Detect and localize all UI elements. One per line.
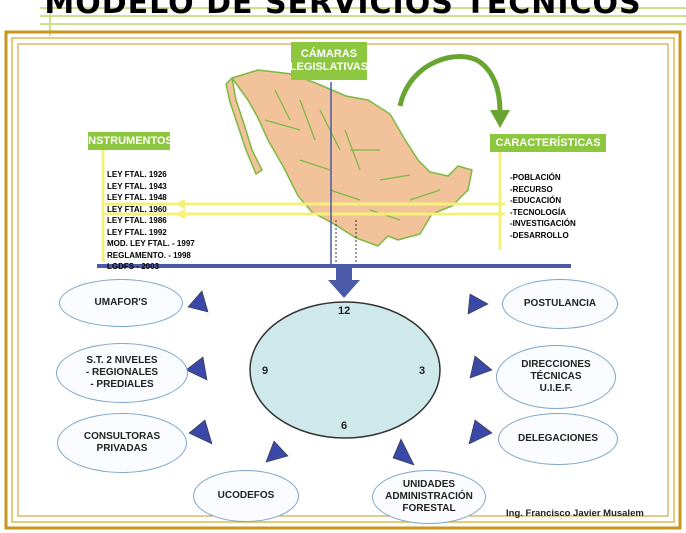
clock-9: 9 xyxy=(262,365,269,377)
node-postulancia: POSTULANCIA xyxy=(502,279,618,329)
node-unidades: UNIDADES ADMINISTRACIÓN FORESTAL xyxy=(372,470,486,524)
clock-3: 3 xyxy=(419,365,426,377)
node-direcciones: DIRECCIONES TÉCNICAS U.I.E.F. xyxy=(496,345,616,409)
instrumentos-label: INSTRUMENTOS xyxy=(85,132,173,150)
frame-border xyxy=(4,30,682,530)
list-item: LEY FTAL. 1943 xyxy=(107,181,167,191)
list-item: LEY FTAL. 1926 xyxy=(107,170,167,179)
page-title: MODELO DE SERVICIOS TÉCNICOS xyxy=(44,0,642,21)
down-arrow xyxy=(328,268,360,298)
camaras-legislativas-label: CÁMARAS LEGISLATIVAS xyxy=(290,42,368,80)
clock-face xyxy=(249,301,441,439)
st-niveles-text: S.T. 2 NIVELES xyxy=(86,355,158,366)
list-item: -POBLACIÓN xyxy=(510,173,561,182)
curved-arrow xyxy=(397,54,510,128)
prediales-text: - PREDIALES xyxy=(90,379,154,390)
list-item: MOD. LEY FTAL. - 1997 xyxy=(107,239,195,248)
connector-lines xyxy=(101,82,505,266)
node-st-niveles: S.T. 2 NIVELES - REGIONALES - PREDIALES xyxy=(56,343,188,403)
list-item: LGDFS - 2003 xyxy=(107,262,160,271)
list-item: -RECURSO xyxy=(510,184,553,194)
node-umafors: UMAFOR'S xyxy=(59,279,183,327)
list-item: -TECNOLOGÍA xyxy=(510,207,566,217)
caracteristicas-label: CARACTERÍSTICAS xyxy=(490,134,606,152)
list-item: LEY FTAL. 1960 xyxy=(107,204,167,214)
list-item: LEY FTAL. 1948 xyxy=(107,193,167,202)
clock-12: 12 xyxy=(338,305,351,317)
pointer-arrows xyxy=(185,290,493,466)
regionales-text: - REGIONALES xyxy=(85,367,159,378)
instrumentos-list: LEY FTAL. 1926 LEY FTAL. 1943 LEY FTAL. … xyxy=(107,169,195,273)
node-delegaciones: DELEGACIONES xyxy=(498,413,618,465)
node-consultoras: CONSULTORAS PRIVADAS xyxy=(57,413,187,473)
caracteristicas-list: -POBLACIÓN -RECURSO -EDUCACIÓN -TECNOLOG… xyxy=(510,172,576,241)
list-item: -EDUCACIÓN xyxy=(510,196,562,205)
node-ucodefos: UCODEFOS xyxy=(193,470,299,522)
list-item: REGLAMENTO. - 1998 xyxy=(107,250,191,260)
list-item: LEY FTAL. 1992 xyxy=(107,227,167,237)
divider-bar xyxy=(97,264,571,268)
top-stripes xyxy=(0,0,686,36)
clock-6: 6 xyxy=(341,420,348,432)
list-item: LEY FTAL. 1986 xyxy=(107,216,167,225)
mexico-map xyxy=(225,69,473,247)
list-item: -DESARROLLO xyxy=(510,230,569,240)
list-item: -INVESTIGACIÓN xyxy=(510,219,576,228)
author-credit: Ing. Francisco Javier Musalem xyxy=(506,508,644,519)
